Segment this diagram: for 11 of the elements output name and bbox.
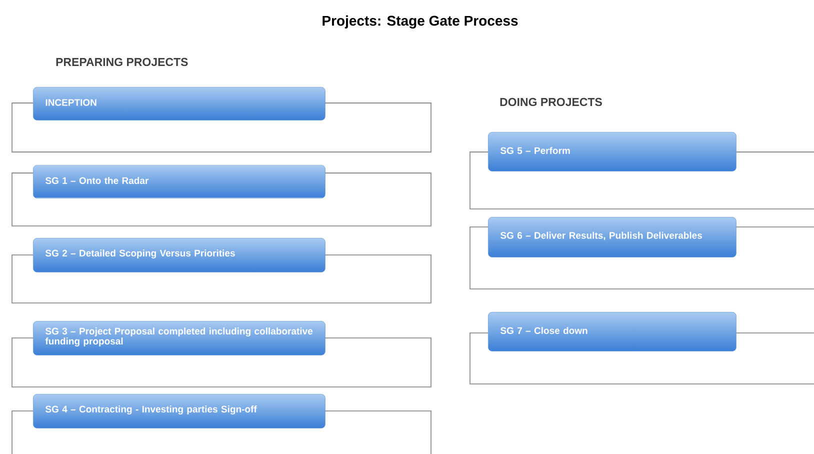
stage-box: SG 5 – Perform <box>470 132 814 210</box>
stage-box: SG 3 – Project Proposal completed including collaborative funding proposal <box>12 321 432 388</box>
section-heading: PREPARING PROJECTS <box>56 58 188 66</box>
title: Projects: Stage Gate Process <box>322 15 518 29</box>
section-heading: DOING PROJECTS <box>500 98 602 106</box>
stage-box: SG 4 – Contracting - Investing parties Sign-off <box>12 394 432 454</box>
stage-box: SG 7 – Close down <box>470 312 814 384</box>
stage-box: SG 6 – Deliver Results, Publish Deliverables <box>470 217 814 290</box>
stage-box: INCEPTION <box>12 87 432 152</box>
stage-box: SG 2 – Detailed Scoping Versus Priorities <box>12 238 432 304</box>
stage-box: SG 1 – Onto the Radar <box>12 164 432 226</box>
